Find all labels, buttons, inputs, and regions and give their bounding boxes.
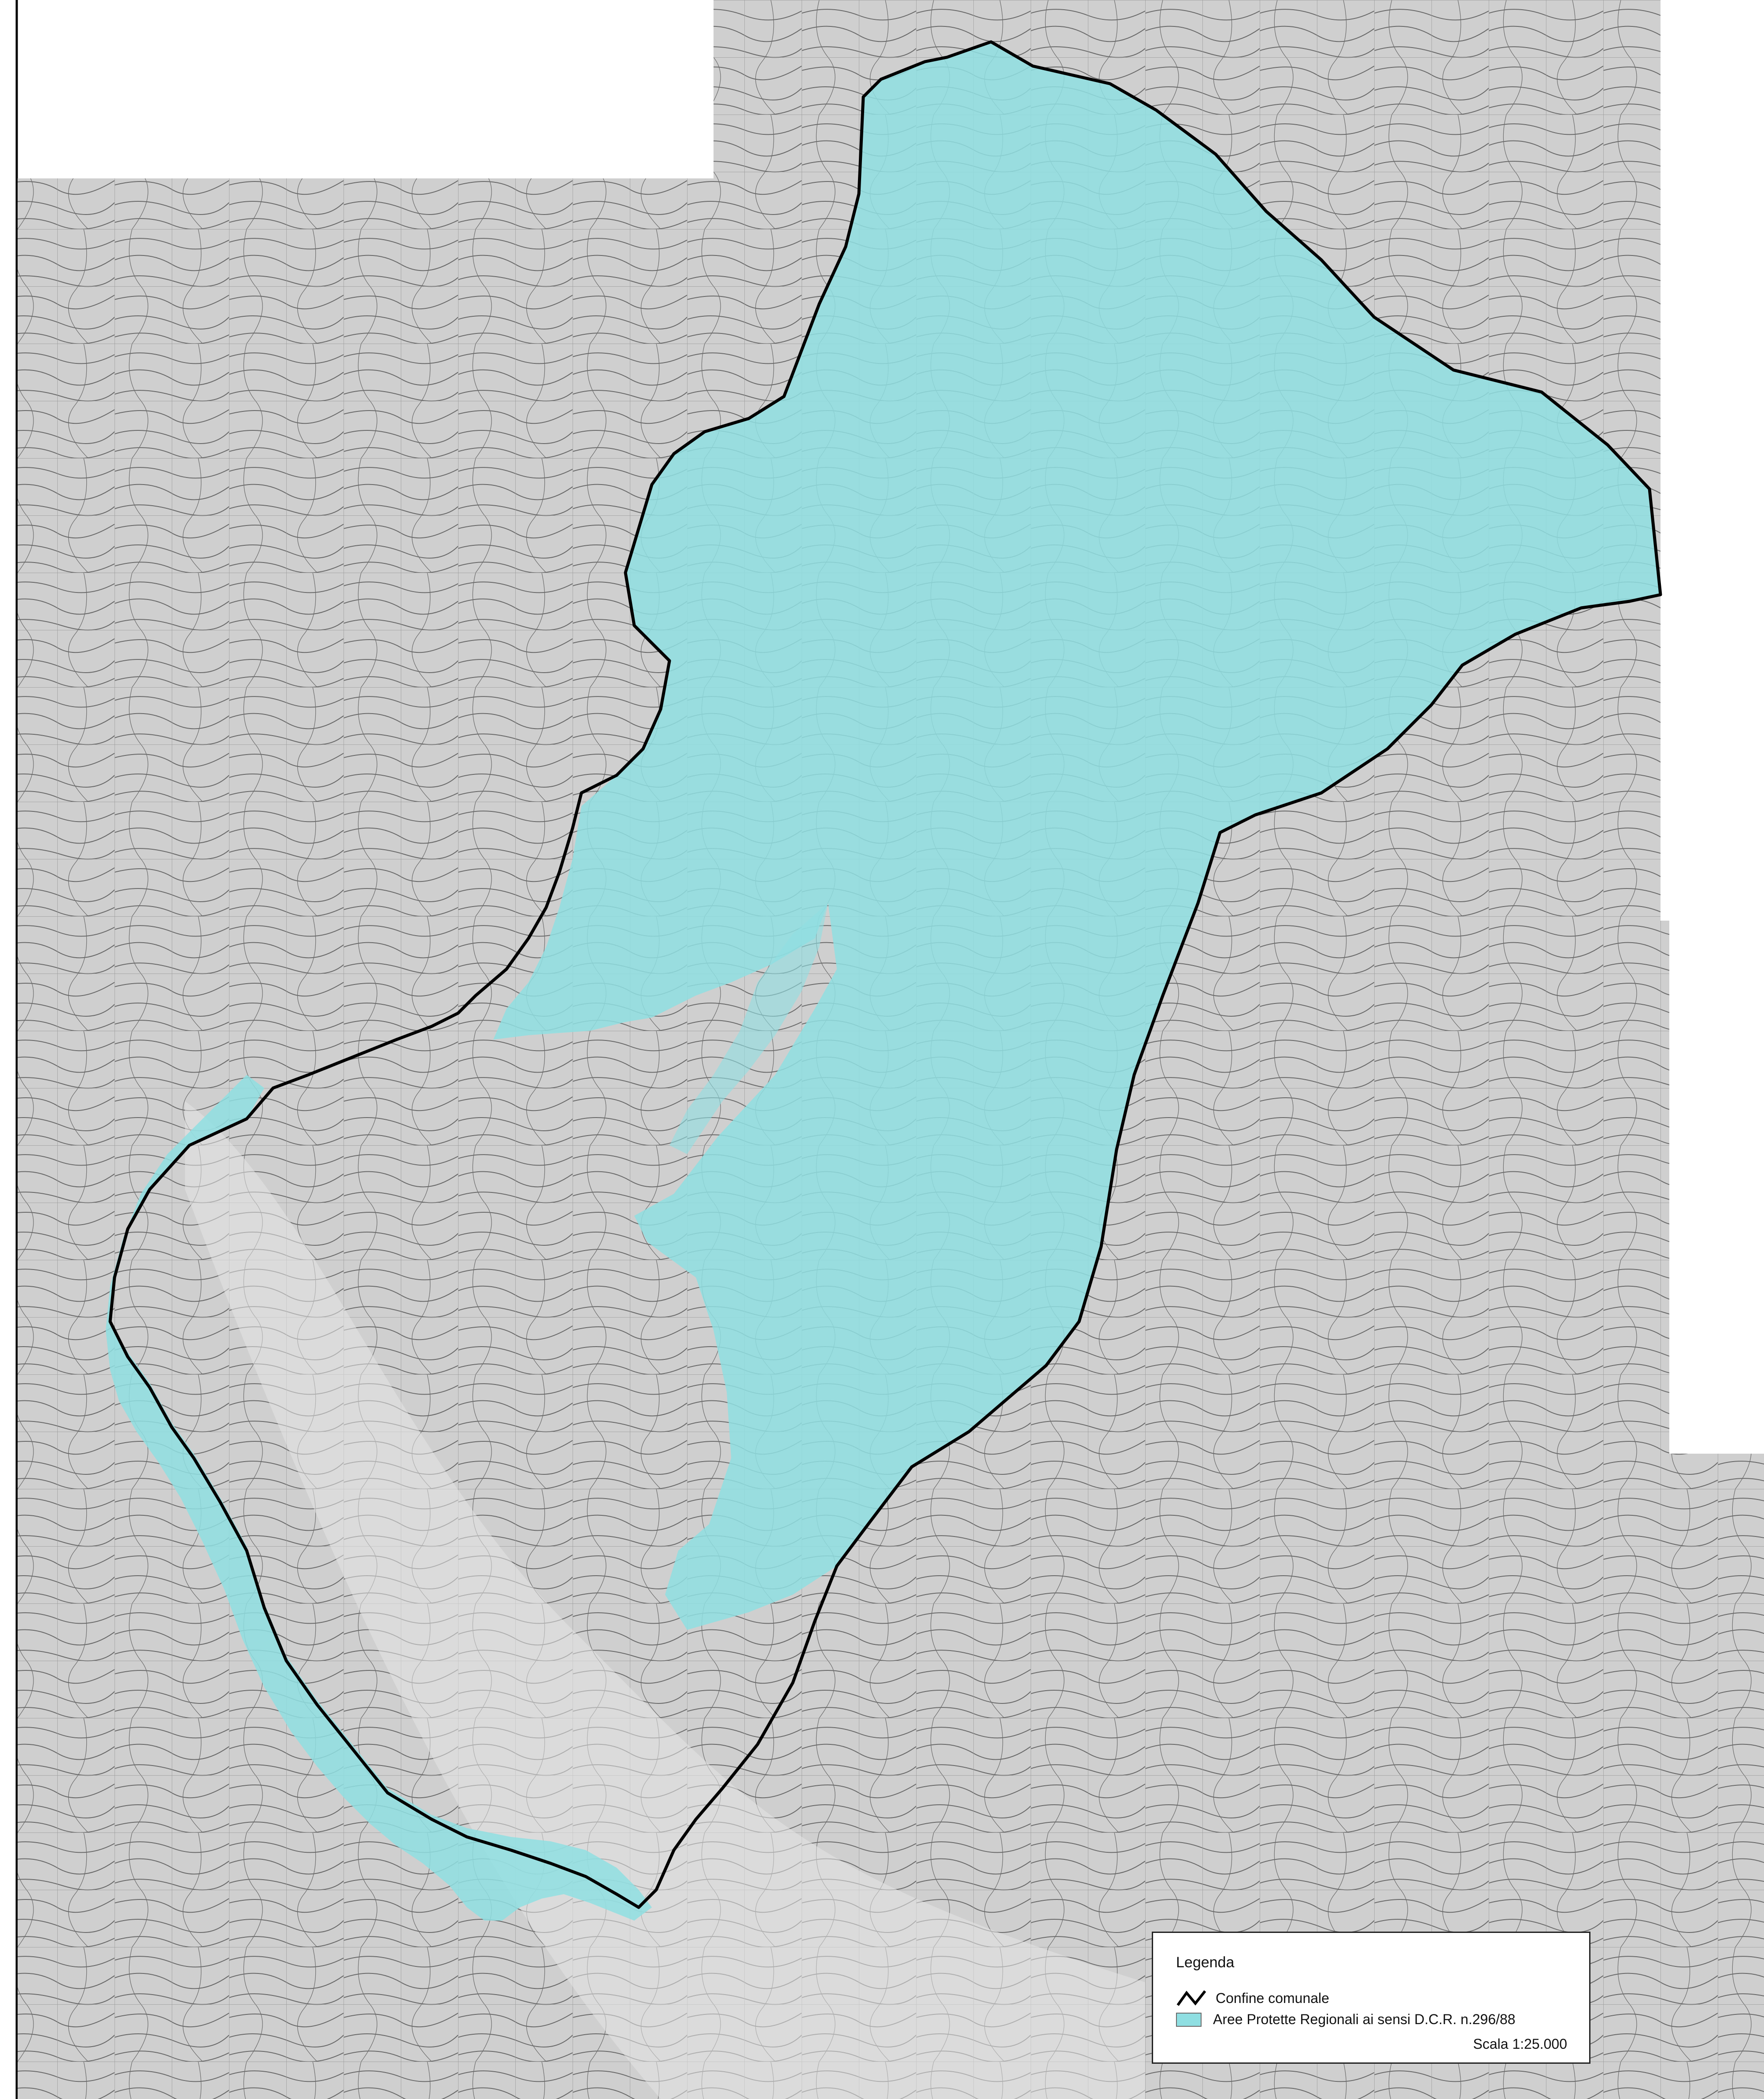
protected-area-river bbox=[106, 1075, 652, 1921]
legend-label-boundary: Confine comunale bbox=[1216, 1990, 1329, 2006]
legend-item-protected-area: Aree Protette Regionali ai sensi D.C.R. … bbox=[1176, 2011, 1516, 2028]
legend: Legenda Confine comunale Aree Protette R… bbox=[1152, 1932, 1590, 2064]
map-scale-label: Scala 1:25.000 bbox=[1473, 2036, 1568, 2052]
municipal-boundary bbox=[108, 40, 1662, 1909]
protected-area-strip bbox=[669, 903, 828, 1154]
valley-lowland bbox=[185, 1101, 1145, 2099]
protected-areas bbox=[106, 42, 1660, 1921]
legend-label-protected-area: Aree Protette Regionali ai sensi D.C.R. … bbox=[1213, 2011, 1516, 2027]
legend-title: Legenda bbox=[1176, 1954, 1235, 1971]
protected-area-main bbox=[493, 42, 1660, 1630]
legend-item-boundary: Confine comunale bbox=[1176, 1989, 1329, 2007]
boundary-line-icon bbox=[1176, 1990, 1206, 2006]
protected-area-swatch bbox=[1176, 2012, 1202, 2027]
